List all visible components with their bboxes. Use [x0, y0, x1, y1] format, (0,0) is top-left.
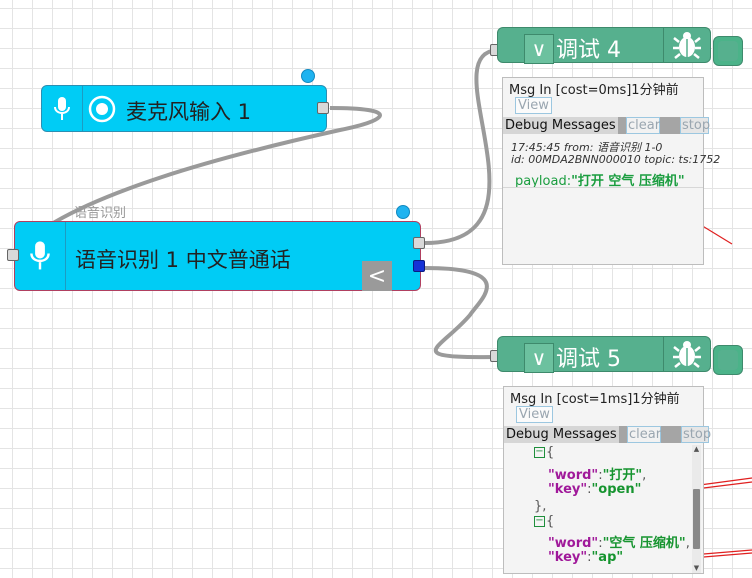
asr-output-port-1[interactable] [413, 237, 425, 249]
json-item1-close: }, [534, 499, 547, 514]
mic-icon-col [42, 86, 83, 131]
microphone-icon [30, 241, 50, 270]
debug4-payload: payload:"打开 空气 压缩机" [515, 170, 685, 189]
asr-status-dot [396, 205, 410, 219]
debug5-scrollbar[interactable]: ▲ ▼ [692, 445, 701, 573]
debug5-messages-label: Debug Messages [504, 426, 619, 443]
json-item1-key: "key":"open" [548, 482, 642, 497]
asr-input-port[interactable] [7, 249, 19, 261]
json-item2-key: "key":"ap" [548, 550, 624, 565]
debug4-payload-value: "打开 空气 压缩机" [571, 174, 685, 189]
debug4-title: 调试 4 [556, 38, 621, 63]
debug5-view-button[interactable]: View [516, 406, 553, 423]
mic-input-node[interactable]: 麦克风输入 1 [41, 85, 327, 132]
json-item2-open: −{ [534, 514, 555, 529]
debug4-stop-button[interactable]: stop [680, 117, 711, 134]
bug-icon-col[interactable] [663, 28, 710, 62]
json-item1-open: −{ [534, 445, 555, 460]
debug5-node[interactable]: ∨ 调试 5 [497, 336, 711, 373]
debug5-msg-in: Msg In [cost=1ms]1分钟前 [510, 392, 680, 407]
bug-icon [673, 341, 701, 368]
chevron-down-icon[interactable]: ∨ [524, 34, 554, 64]
wire-asr-to-debug4 [424, 48, 498, 245]
scroll-down-icon[interactable]: ▼ [693, 564, 700, 572]
debug4-enable-toggle[interactable] [713, 36, 743, 66]
debug5-messages-bar: Debug Messages clear stop [504, 426, 711, 443]
asr-node-caption: 语音识别 [74, 206, 127, 221]
debug4-panel: Msg In [cost=0ms]1分钟前 View Debug Message… [502, 77, 720, 265]
mic-node-label: 麦克风输入 1 [126, 100, 252, 124]
wire-asr-to-debug5 [424, 266, 498, 360]
scroll-up-icon[interactable]: ▲ [693, 445, 700, 453]
mic-output-port[interactable] [317, 102, 329, 114]
debug4-view-button[interactable]: View [515, 97, 552, 114]
asr-output-port-2[interactable] [413, 260, 425, 272]
debug5-clear-button[interactable]: clear [627, 426, 662, 443]
debug5-panel: Msg In [cost=1ms]1分钟前 View Debug Message… [503, 386, 711, 574]
speech-recognition-node[interactable]: 语音识别 1 中文普通话 < [14, 221, 421, 291]
asr-icon-col [15, 222, 66, 290]
collapse-icon[interactable]: − [534, 446, 545, 458]
chevron-left-icon[interactable]: < [362, 261, 392, 291]
debug4-meta-line1: 17:45:45 from: 语音识别 1-0 [511, 141, 663, 154]
debug4-clear-button[interactable]: clear [626, 117, 661, 134]
debug5-scroll-thumb[interactable] [693, 489, 700, 549]
collapse-icon[interactable]: − [534, 515, 545, 527]
debug4-msg-in: Msg In [cost=0ms]1分钟前 [509, 83, 679, 98]
debug4-payload-key: payload: [515, 174, 572, 189]
bug-icon [673, 32, 701, 59]
asr-node-label: 语音识别 1 中文普通话 [75, 248, 291, 272]
debug4-messages-label: Debug Messages [503, 117, 618, 134]
chevron-down-icon[interactable]: ∨ [524, 343, 554, 373]
record-icon [88, 95, 116, 123]
json-item2-word: "word":"空气 压缩机", [548, 536, 690, 551]
microphone-icon [54, 96, 70, 120]
debug5-title: 调试 5 [556, 347, 621, 372]
json-item1-word: "word":"打开", [548, 468, 647, 483]
bug-icon-col[interactable] [663, 337, 710, 371]
debug4-messages-bar: Debug Messages clear stop [503, 117, 710, 134]
debug4-node[interactable]: ∨ 调试 4 [497, 27, 711, 64]
debug4-meta-line2: id: 00MDA2BNN000010 topic: ts:1752 [511, 153, 721, 166]
wire-mic-to-asr [12, 106, 382, 257]
debug5-stop-button[interactable]: stop [681, 426, 712, 443]
debug5-enable-toggle[interactable] [713, 345, 743, 375]
mic-status-dot [301, 69, 315, 83]
debug4-separator [503, 187, 703, 188]
